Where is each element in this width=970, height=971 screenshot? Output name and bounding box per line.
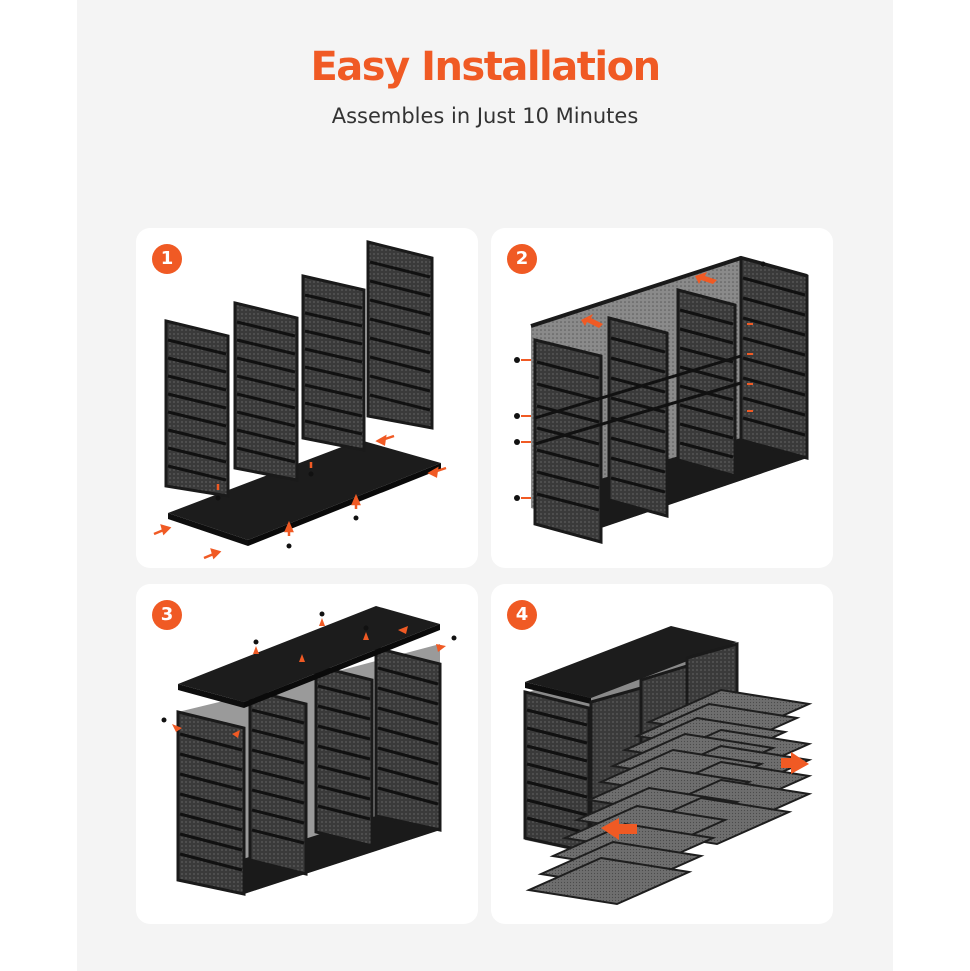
- side-panel-4: [366, 240, 434, 430]
- arrow-icon: [601, 752, 809, 840]
- screw-icon: [514, 261, 766, 501]
- top-board: [525, 626, 737, 698]
- arrow-icon: [153, 434, 447, 560]
- base-board: [168, 440, 441, 540]
- top-board: [178, 606, 440, 708]
- step-number-badge: 4: [507, 600, 537, 630]
- side-panel-left: [176, 710, 246, 896]
- step-4-illustration: [523, 626, 813, 906]
- step-card-3: 3: [136, 584, 478, 924]
- step-2-illustration: [514, 255, 809, 544]
- side-panel-1: [164, 319, 230, 498]
- step-card-2: 2: [491, 228, 833, 568]
- side-panel-right: [739, 256, 809, 460]
- middle-panel-2: [314, 664, 374, 848]
- drawer-stack: [525, 688, 813, 906]
- screw-icon: [215, 471, 359, 549]
- step-number-badge: 3: [152, 600, 182, 630]
- side-panel-left: [533, 338, 603, 544]
- side-panel-2: [233, 301, 299, 482]
- step-card-1: 1: [136, 228, 478, 568]
- side-panel-3: [301, 274, 366, 452]
- arrow-icon: [521, 272, 753, 499]
- base-board: [535, 438, 807, 528]
- screw-icon: [161, 611, 457, 723]
- side-panel-right: [374, 646, 442, 832]
- arrow-icon: [172, 618, 446, 738]
- middle-panel-1: [607, 316, 669, 518]
- middle-panel-1: [248, 688, 308, 876]
- page-subtitle: Assembles in Just 10 Minutes: [331, 104, 639, 128]
- step-3-illustration: [161, 606, 457, 896]
- step-number-badge: 2: [507, 244, 537, 274]
- step-1-illustration: [153, 240, 447, 560]
- step-number-badge: 1: [152, 244, 182, 274]
- step-card-4: 4: [491, 584, 833, 924]
- page-title: Easy Installation: [310, 44, 661, 90]
- middle-panel-2: [676, 288, 737, 478]
